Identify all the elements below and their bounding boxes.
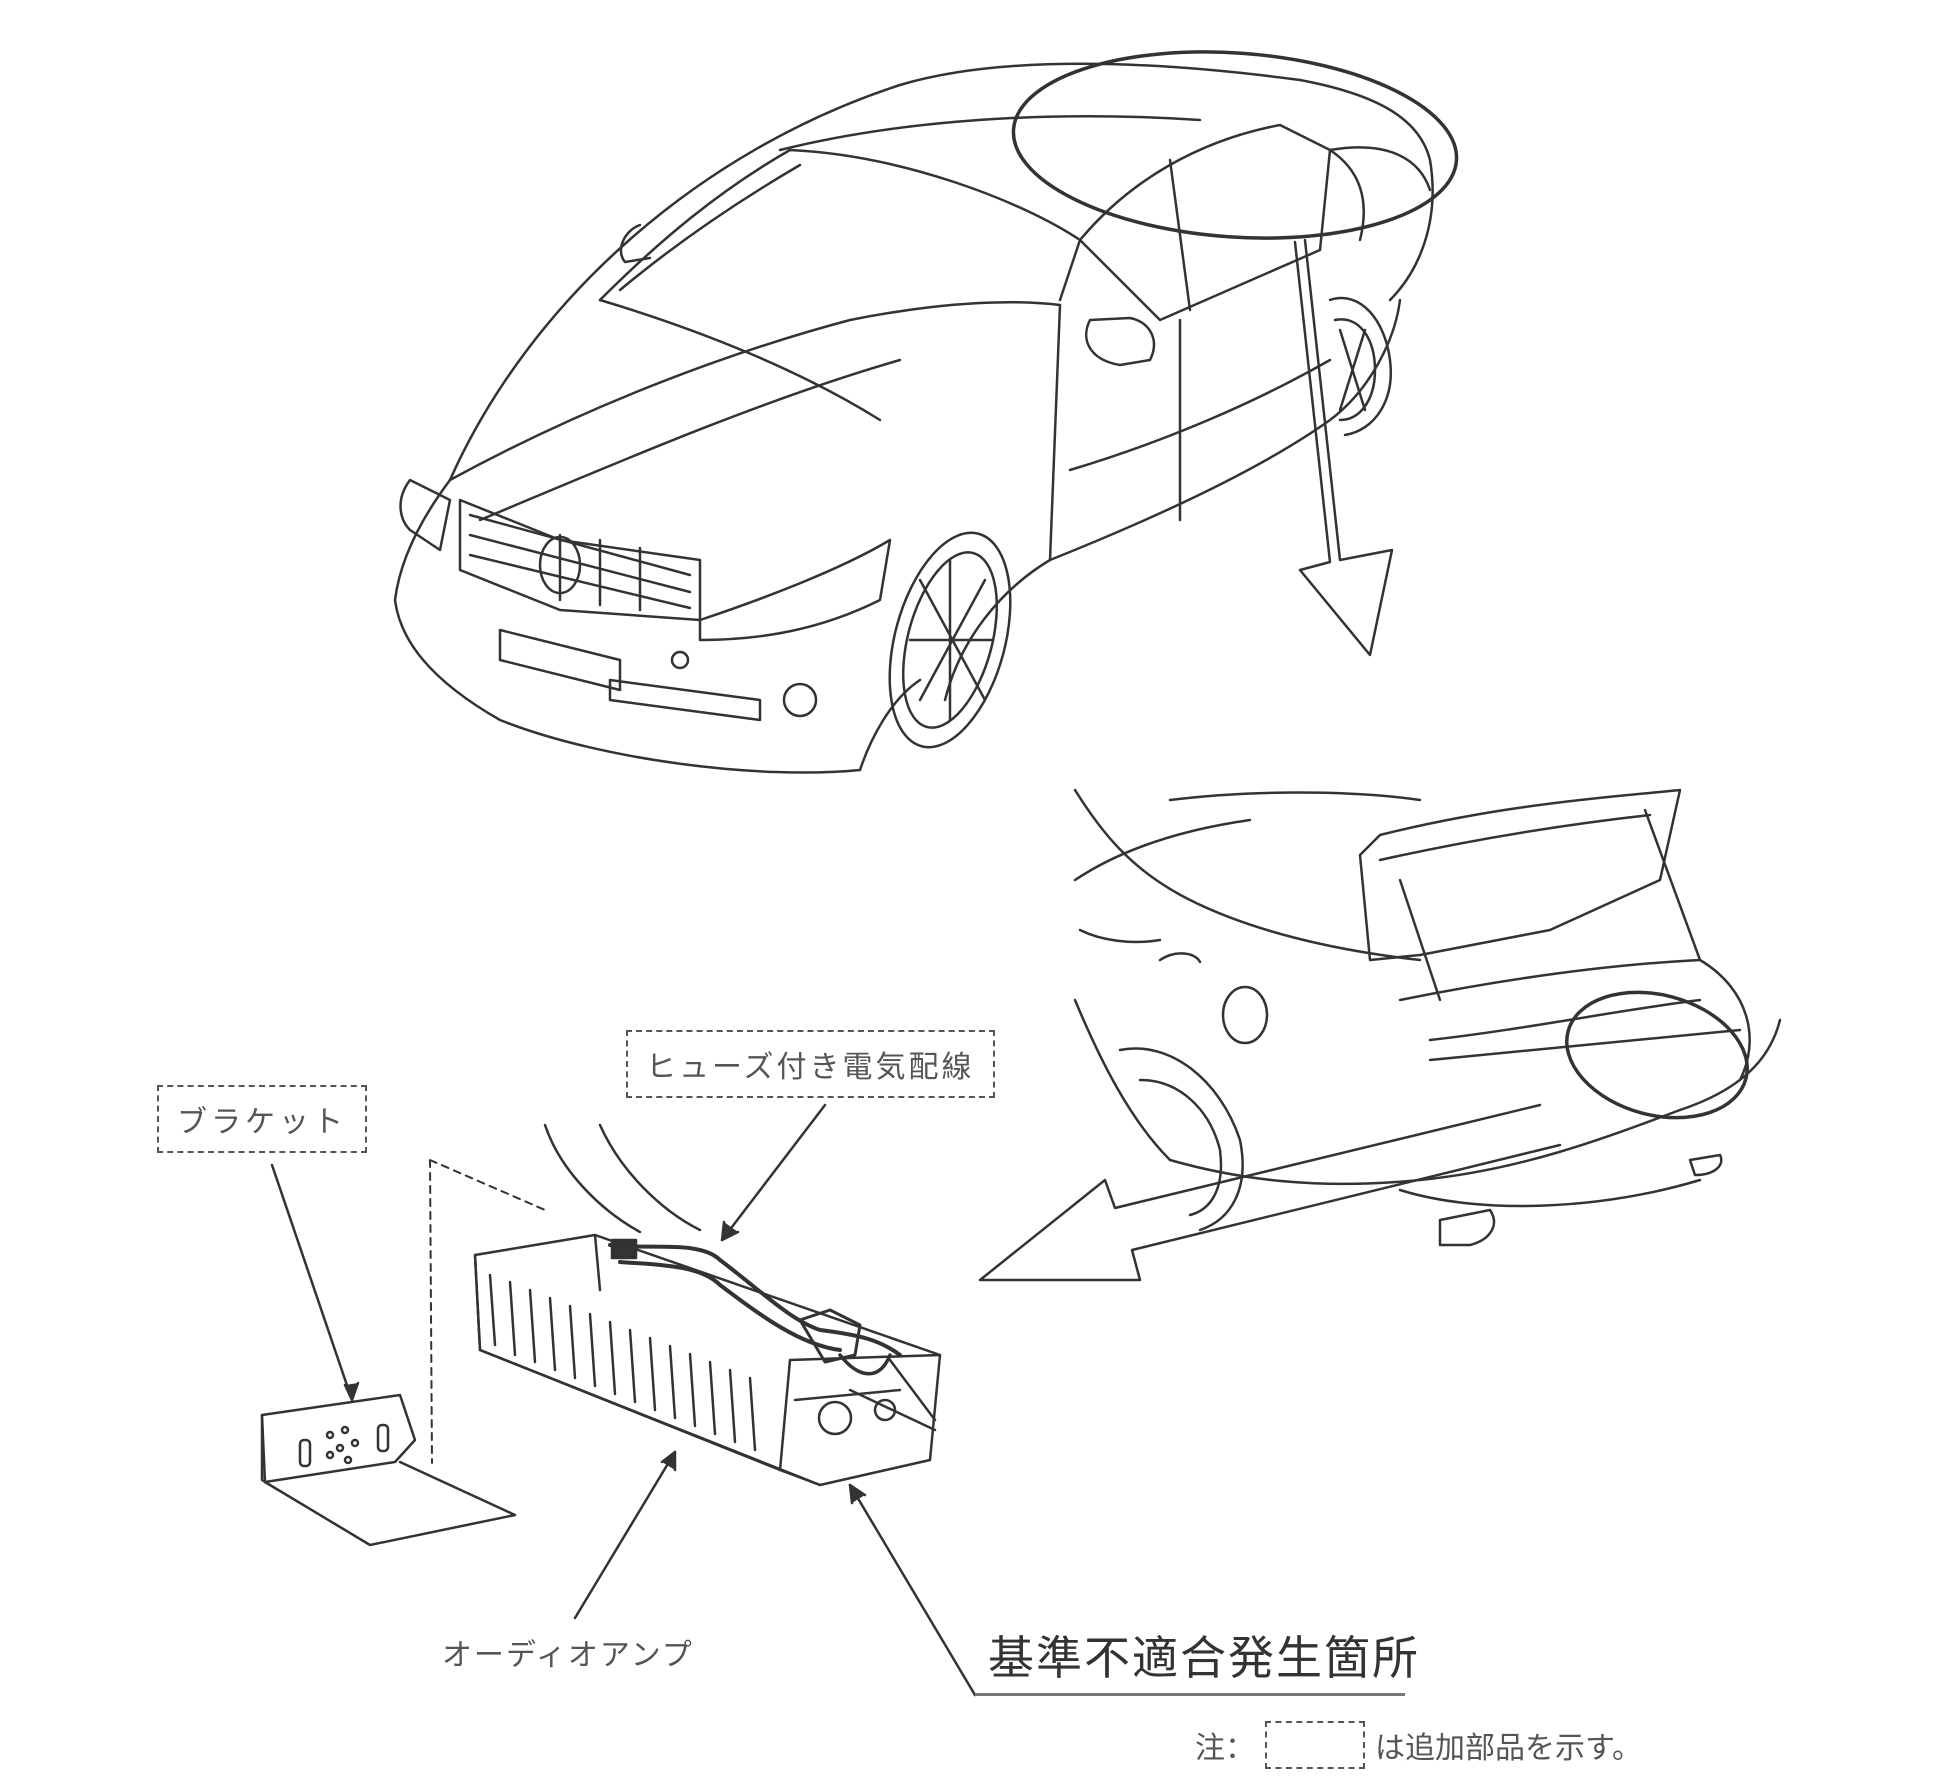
bracket-label: ブラケット — [157, 1085, 367, 1153]
trunk-illustration — [1073, 788, 1782, 1247]
harness-label: ヒューズ付き電気配線 — [626, 1030, 995, 1098]
bracket-illustration — [260, 1393, 517, 1547]
pointer-arrows — [270, 1103, 977, 1697]
amp-label: オーディオアンプ — [442, 1638, 694, 1673]
car-front-illustration — [393, 62, 1434, 774]
left-arrow — [978, 1103, 1562, 1282]
defect-underline — [975, 1693, 1405, 1696]
audio-amplifier-illustration — [473, 1123, 942, 1487]
note-suffix: は追加部品を示す。 — [1375, 1731, 1642, 1766]
down-arrow — [1293, 238, 1394, 657]
legend-note: 注： は追加部品を示す。 — [1195, 1720, 1642, 1770]
bracket-guide-line — [429, 1159, 546, 1464]
amp-location-ellipse — [1565, 990, 1749, 1120]
note-prefix: 注： — [1195, 1731, 1255, 1766]
dashed-box-sample — [1265, 1721, 1365, 1769]
trunk-highlight-ellipse — [1011, 50, 1459, 240]
defect-location-label: 基準不適合発生箇所 — [988, 1631, 1420, 1685]
